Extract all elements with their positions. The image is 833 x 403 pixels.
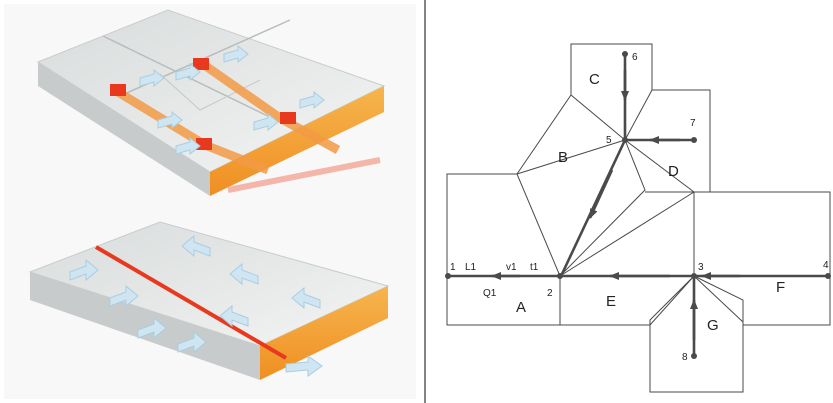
flow-arrow-icon [181, 234, 211, 258]
top-roof-illustration [36, 9, 386, 196]
catchment-edge-E [559, 191, 695, 277]
nodes [445, 51, 831, 359]
node-labels: 1 2 3 4 5 6 7 8 [450, 52, 829, 363]
region-label-D: D [668, 163, 679, 180]
flow-arrow-icon [69, 258, 99, 282]
drainage-network-diagram [446, 43, 831, 393]
left-illustration-panel [4, 4, 416, 399]
pipe-label-Q1: Q1 [483, 288, 497, 299]
node-label-7: 7 [690, 118, 696, 129]
catchment-edge-G [693, 275, 744, 323]
node-2-dot [557, 273, 563, 279]
node-3-dot [691, 273, 697, 279]
node-label-3: 3 [698, 262, 704, 273]
region-label-E: E [606, 293, 616, 310]
flow-arrow-icon [291, 286, 321, 310]
node-6-dot [622, 51, 628, 57]
flow-arrow-icon [175, 62, 201, 82]
region-label-G: G [707, 317, 719, 334]
flow-arrow-icon [223, 44, 249, 64]
node-4-dot [825, 273, 831, 279]
region-labels: A B C D E F G [516, 71, 785, 334]
pipe-label-t1: t1 [530, 262, 539, 273]
flow-arrow-icon [219, 304, 249, 328]
node-label-8: 8 [682, 352, 688, 363]
flow-arrow-icon [253, 112, 279, 132]
pipe-labels: L1 v1 t1 Q1 [465, 262, 539, 299]
node-label-4: 4 [823, 260, 829, 271]
region-C-outline [570, 43, 653, 141]
region-label-C: C [589, 71, 600, 88]
region-label-B: B [558, 149, 568, 166]
node-5-dot [622, 137, 628, 143]
bottom-roof-front-face [30, 272, 260, 380]
node-label-6: 6 [632, 52, 638, 63]
top-roof-front-face [38, 62, 210, 196]
node-label-2: 2 [547, 288, 553, 299]
region-F-outline [693, 191, 831, 326]
top-roof-gutter-pipe [227, 157, 381, 193]
flow-arrow-icon [157, 110, 183, 130]
catchment-edge-B [516, 139, 626, 175]
flow-arrow-icon [139, 68, 165, 88]
flow-arrow-icon [175, 136, 201, 156]
node-8-dot [691, 353, 697, 359]
bottom-roof-valley-drain [94, 245, 288, 360]
region-D-outline [645, 89, 711, 193]
node-label-5: 5 [606, 135, 612, 146]
drain-2 [193, 58, 209, 70]
pipe-network [448, 54, 828, 356]
drain-3 [196, 138, 212, 150]
bottom-roof-side-face [260, 286, 388, 380]
flow-arrow-icon [229, 262, 259, 286]
drain-4 [280, 112, 296, 124]
flow-arrow-icon [137, 316, 167, 340]
node-label-1: 1 [450, 262, 456, 273]
catchment-edge-D [624, 139, 695, 193]
region-G-outline [649, 275, 744, 393]
region-label-F: F [776, 279, 785, 296]
pipe-label-L1: L1 [465, 262, 477, 273]
flow-arrow-icon [299, 90, 325, 110]
flow-arrow-icon [177, 330, 207, 354]
region-label-A: A [516, 299, 526, 316]
bottom-roof-illustration [28, 221, 390, 380]
region-A-outline [446, 173, 561, 326]
region-E-outline [560, 192, 695, 326]
pipe-5-2 [560, 139, 627, 275]
pipe-5-2-arrow [588, 169, 614, 219]
flow-arrow-icon [109, 284, 139, 308]
outlet-arrow-icon [285, 355, 323, 377]
node-1-dot [445, 273, 451, 279]
pipe-label-v1: v1 [506, 262, 517, 273]
drain-1 [110, 84, 126, 96]
node-7-dot [691, 137, 697, 143]
